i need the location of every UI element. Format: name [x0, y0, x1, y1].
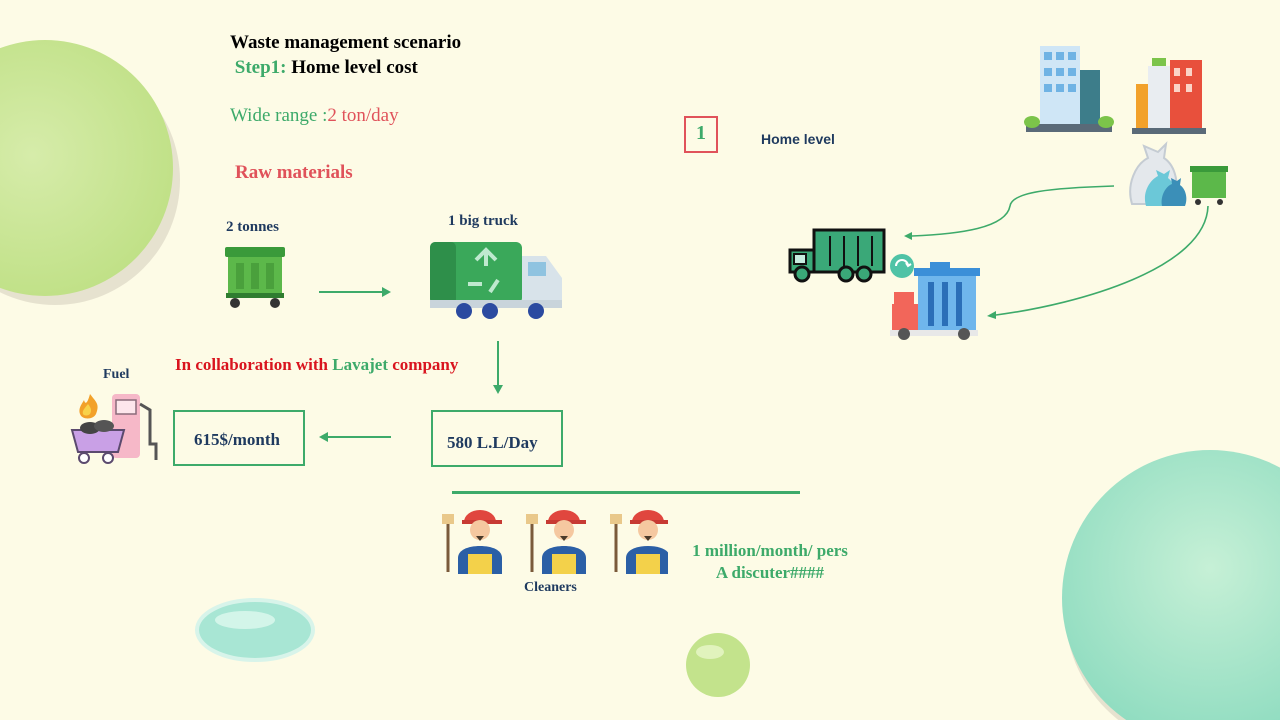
garbage-bags-icon — [1129, 141, 1228, 206]
dump-truck-icon — [788, 228, 886, 283]
slide-title: Waste management scenario — [230, 32, 462, 53]
cleaner-icon — [442, 510, 502, 574]
step-title: Home level cost — [291, 57, 418, 78]
title-block: Waste management scenario Step1: Home le… — [230, 30, 461, 80]
monthly-cost-box: 615$/month — [173, 410, 305, 466]
range-value: 2 ton/day — [327, 105, 399, 126]
cleaner-icon — [526, 510, 586, 574]
salary-line-1: 1 million/month/ pers — [692, 541, 848, 560]
salary-text: 1 million/month/ pers A discuter#### — [660, 540, 880, 584]
arrow-truck-to-daily — [493, 341, 503, 394]
bubble-small-mint — [195, 598, 315, 662]
bubble-bottom-right — [1065, 470, 1280, 720]
fuel-label: Fuel — [103, 367, 130, 382]
arrow-daily-to-monthly — [319, 432, 391, 442]
arrow-bags-to-container-truck — [995, 205, 1209, 316]
raw-materials-heading: Raw materials — [235, 162, 353, 183]
level-number-box: 1 — [684, 116, 718, 153]
collab-prefix: In collaboration with — [175, 355, 333, 374]
curved-arrows — [904, 185, 1209, 319]
bin-label: 2 tonnes — [226, 219, 279, 235]
container-truck-icon — [890, 254, 980, 340]
arrow-bags-to-dump-truck — [911, 185, 1115, 237]
level-label: Home level — [761, 131, 835, 147]
garbage-bin-icon — [225, 247, 285, 308]
bubble-top-left — [0, 55, 180, 305]
cleaners-label: Cleaners — [524, 580, 577, 595]
fuel-station-icon — [70, 394, 158, 464]
collab-company: Lavajet — [332, 355, 388, 374]
step-label: Step1: — [234, 57, 287, 78]
buildings-icon — [1024, 46, 1206, 134]
bubble-small-green — [686, 633, 750, 697]
monthly-cost-value: 615$/month — [194, 430, 280, 449]
truck-label: 1 big truck — [448, 213, 519, 229]
daily-cost-box: 580 L.L/Day — [431, 410, 563, 467]
cleaners-group — [442, 510, 668, 574]
salary-line-2: A discuter#### — [715, 563, 825, 582]
daily-cost-value: 580 L.L/Day — [447, 433, 538, 452]
arrow-bin-to-truck — [319, 287, 391, 297]
range-label: Wide range : — [230, 105, 328, 126]
collab-suffix: company — [388, 355, 459, 374]
recycling-truck-icon — [430, 242, 562, 319]
cleaner-icon — [610, 510, 668, 574]
separator-line — [452, 491, 800, 494]
step-heading: Step1: Home level cost — [230, 55, 461, 80]
wide-range-text: Wide range :2 ton/day — [230, 105, 399, 127]
collaboration-text: In collaboration with Lavajet company — [175, 355, 458, 375]
